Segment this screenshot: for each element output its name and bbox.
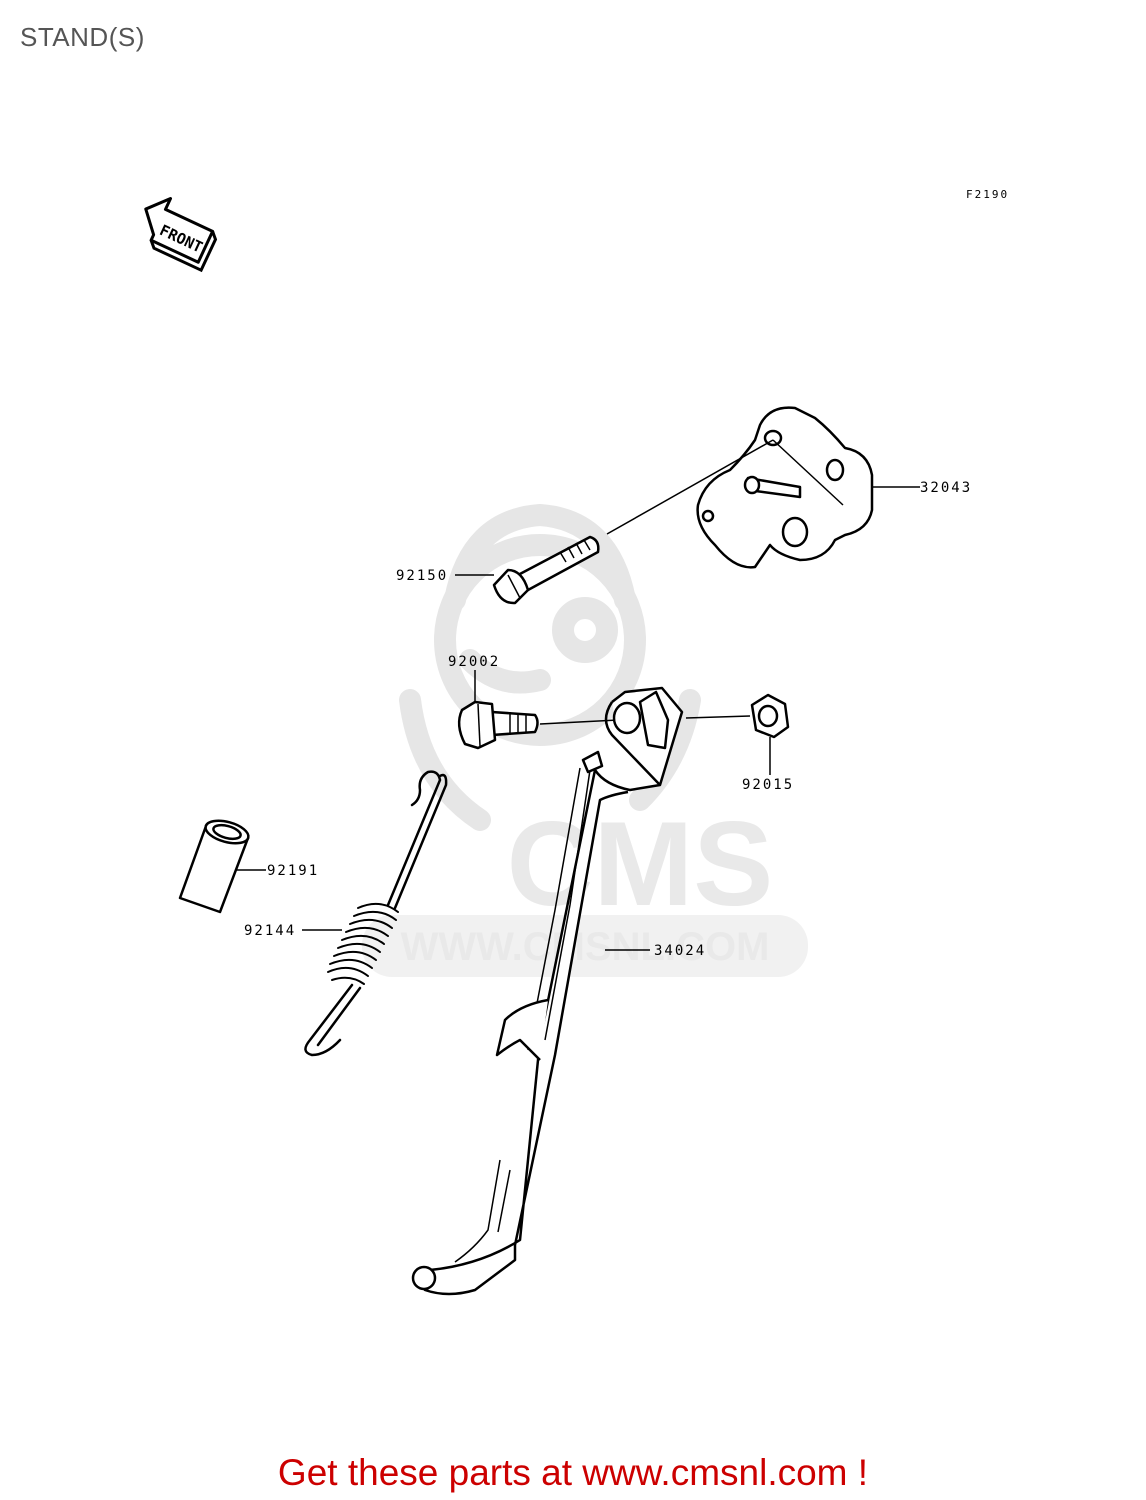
part-side-stand-34024 — [411, 686, 684, 1296]
part-bracket-32043 — [696, 406, 874, 569]
part-label-92150: 92150 — [396, 568, 448, 584]
leader-92150-to-bracket — [606, 439, 774, 535]
part-label-32043: 32043 — [920, 480, 972, 496]
figure-code: F2190 — [966, 188, 1009, 201]
watermark-url: WWW.CMSNL.COM — [401, 925, 770, 969]
part-collar-92191 — [178, 819, 250, 914]
part-bolt-92150 — [492, 535, 600, 605]
part-label-92002: 92002 — [448, 654, 500, 670]
watermark-brand: CMS — [507, 797, 774, 931]
front-arrow-icon: FRONT — [144, 197, 218, 273]
page-title: STAND(S) — [20, 22, 145, 52]
footer-cta-link[interactable]: Get these parts at www.cmsnl.com ! — [277, 1452, 869, 1493]
part-label-92144: 92144 — [244, 923, 296, 939]
part-label-34024: 34024 — [654, 943, 706, 959]
part-label-92015: 92015 — [742, 777, 794, 793]
watermark-banner — [362, 915, 808, 977]
watermark-mascot-logo — [399, 504, 701, 831]
part-label-92191: 92191 — [267, 863, 319, 879]
leader-92015-to-stand — [685, 715, 751, 719]
leader-bracket-inner — [772, 439, 844, 506]
watermark: CMS WWW.CMSNL.COM — [362, 504, 808, 977]
part-spring-92144 — [304, 770, 448, 1057]
part-bolt-92002 — [457, 700, 539, 750]
part-nut-92015 — [750, 693, 790, 739]
